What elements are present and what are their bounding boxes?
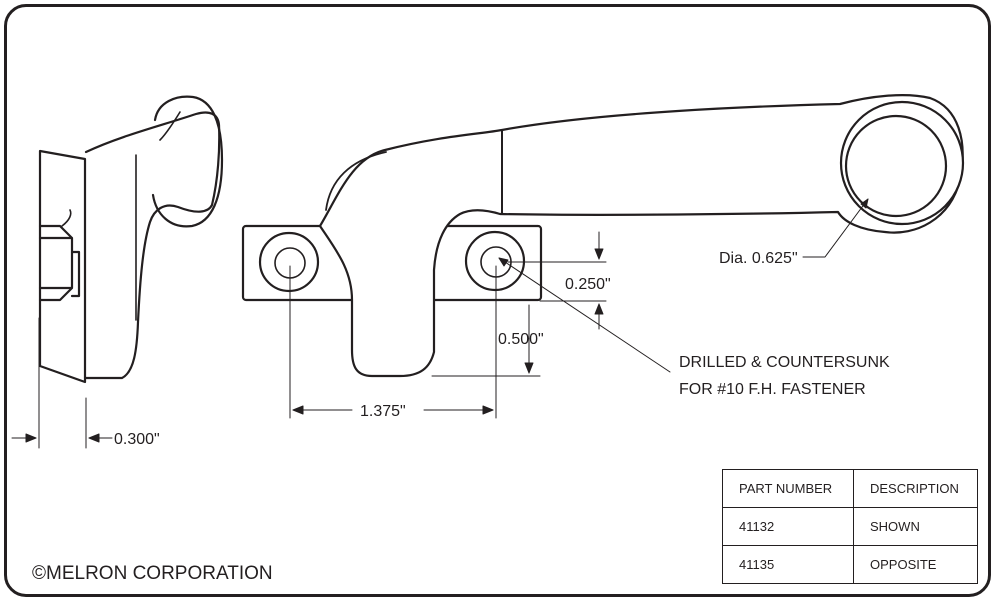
dimension-lines: [289, 198, 869, 419]
header-description: DESCRIPTION: [853, 469, 978, 508]
side-view-base-plate: [38, 149, 87, 384]
side-view-knob: [151, 95, 224, 228]
table-cell-description: OPPOSITE: [853, 545, 978, 584]
note-drilled-line2: FOR #10 F.H. FASTENER: [679, 381, 866, 398]
side-view-stud: [70, 250, 81, 298]
side-view: [11, 95, 224, 449]
handle-body: [318, 94, 964, 378]
table-header-row: PART NUMBER DESCRIPTION: [722, 469, 978, 508]
handle-cam: [325, 151, 387, 211]
handle-ring-outer: [839, 100, 965, 226]
table-row: 41135 OPPOSITE: [722, 545, 978, 584]
side-view-cam-head: [84, 111, 221, 380]
dim-offset-vertical: 0.250": [565, 276, 611, 293]
dim-hole-diameter: Dia. 0.625": [719, 250, 798, 267]
header-part-number: PART NUMBER: [722, 469, 854, 508]
note-drilled-line1: DRILLED & COUNTERSUNK: [679, 354, 890, 371]
right-countersunk-hole: [464, 230, 526, 292]
side-view-hex-nut: [38, 224, 74, 302]
table-cell-part-number: 41132: [722, 507, 854, 546]
table-row: 41132 SHOWN: [722, 507, 978, 546]
top-view: [241, 94, 965, 378]
side-view-cam-inner: [135, 111, 181, 321]
drawing-border: [4, 4, 991, 597]
dim-hole-spacing: 1.375": [360, 403, 406, 420]
parts-table: PART NUMBER DESCRIPTION 41132 SHOWN 4113…: [722, 469, 978, 584]
handle-ring-inner: [844, 114, 948, 218]
dim-side-thickness: 0.300": [114, 431, 160, 448]
table-cell-description: SHOWN: [853, 507, 978, 546]
copyright-text: ©MELRON CORPORATION: [32, 563, 273, 584]
table-cell-part-number: 41135: [722, 545, 854, 584]
left-countersunk-hole: [258, 231, 320, 293]
dim-height-from-hole: 0.500": [498, 331, 544, 348]
